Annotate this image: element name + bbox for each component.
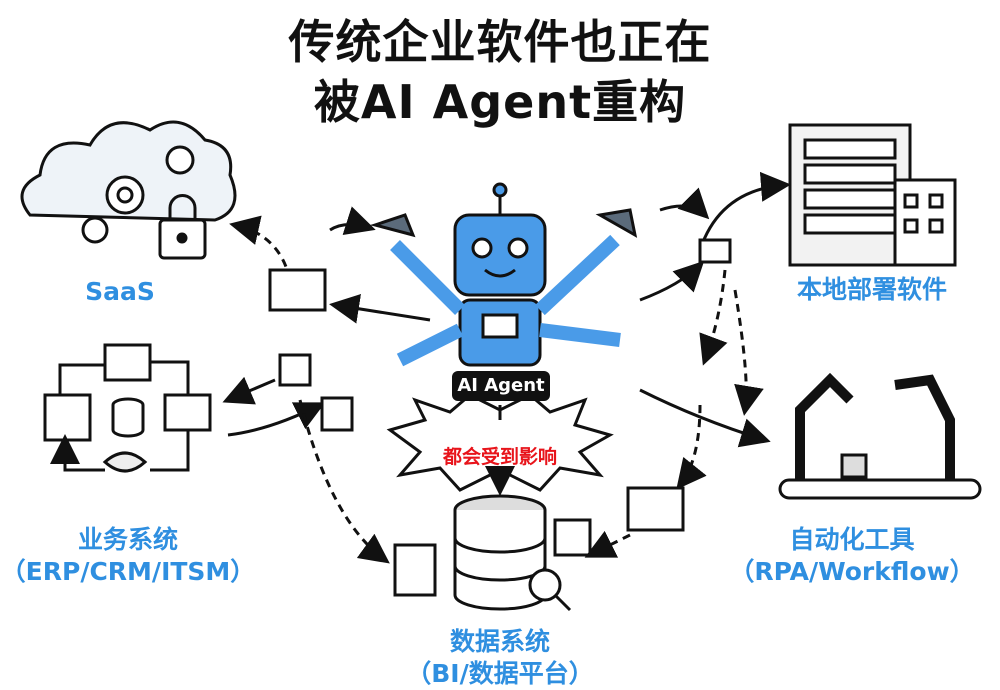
server-building-icon: [788, 123, 957, 267]
automation-sub: （RPA/Workflow）: [729, 557, 975, 586]
data-system-label: 数据系统: [449, 627, 551, 656]
ai-agent-tag: AI Agent: [452, 371, 550, 401]
cloud-icon: [20, 120, 237, 260]
title-line-1: 传统企业软件也正在: [288, 15, 712, 69]
business-system-sub: （ERP/CRM/ITSM）: [0, 557, 256, 586]
data-system-sub: （BI/数据平台）: [406, 659, 594, 688]
business-system-label: 业务系统: [77, 525, 179, 554]
title-line-2: 被AI Agent重构: [313, 75, 687, 129]
robot-icon: [369, 182, 638, 367]
app-window-icons: [268, 238, 732, 532]
on-premise-label: 本地部署软件: [796, 275, 948, 304]
automation-label: 自动化工具: [789, 525, 915, 554]
database-icon: [393, 494, 592, 612]
saas-label: SaaS: [85, 277, 155, 306]
robot-arm-icon: [778, 372, 982, 500]
impact-burst: [386, 393, 614, 490]
impact-label: 都会受到影响: [442, 446, 558, 468]
business-flow-icon: [45, 343, 212, 473]
flow-arrows: [222, 171, 791, 564]
